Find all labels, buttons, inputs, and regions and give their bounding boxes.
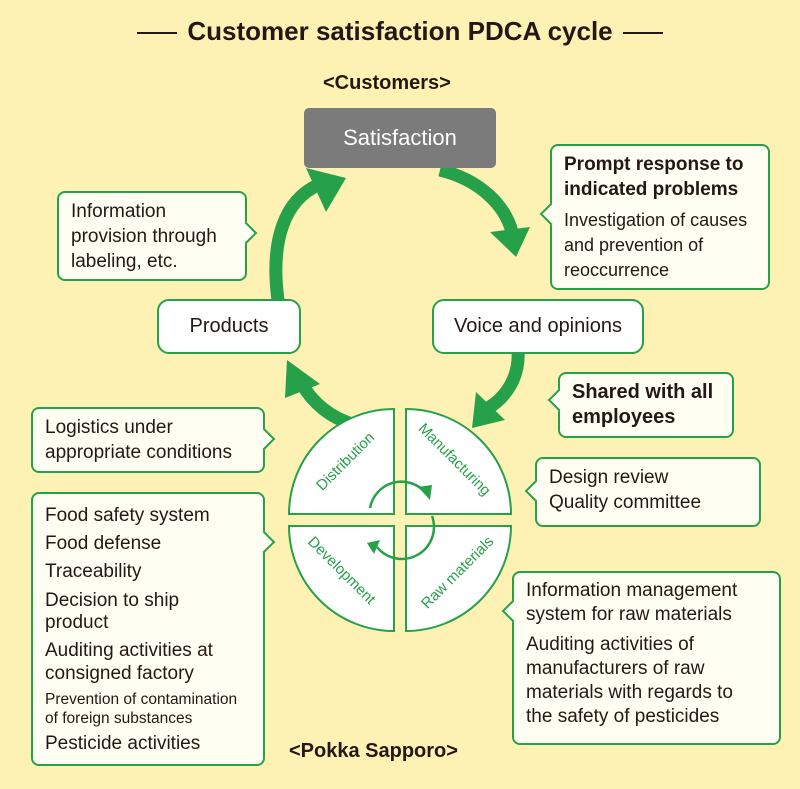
company-label: <Pokka Sapporo> <box>289 740 458 762</box>
callout-line: provision through <box>71 226 217 247</box>
products-box: Products <box>157 299 301 354</box>
callout-line: Investigation of causes <box>564 210 748 230</box>
callout-line: Traceability <box>45 561 142 582</box>
arrow-distribution-to-products <box>296 380 357 432</box>
callout-line: Information <box>71 201 167 222</box>
inner-arrowhead-bottom <box>367 540 380 554</box>
title-rule-left <box>137 32 178 35</box>
callout-heading-line: Prompt response to <box>564 154 744 175</box>
quadrant-manufacturing <box>405 407 513 515</box>
quadrant-development <box>287 525 395 633</box>
inner-arrowhead-top <box>418 485 432 500</box>
callout-logistics: Logistics under appropriate conditions <box>31 407 276 473</box>
callout-food-safety: Food safety system Food defense Traceabi… <box>31 492 276 766</box>
callout-information-provision: Information provision through labeling, … <box>57 191 258 281</box>
callout-line: Logistics under <box>45 417 173 438</box>
callout-line: appropriate conditions <box>45 442 232 463</box>
arrowhead-to-satisfaction <box>306 168 346 212</box>
satisfaction-box: Satisfaction <box>304 108 496 168</box>
callout-line: Auditing activities of <box>526 634 694 655</box>
arrow-products-to-satisfaction <box>269 179 322 301</box>
arrow-voice-to-manufacturing <box>484 349 525 414</box>
quadrant-distribution <box>287 407 395 515</box>
callout-line: labeling, etc. <box>71 251 178 272</box>
callout-line: Auditing activities at <box>45 640 213 661</box>
quadrant-circle: Distribution Manufacturing Development R… <box>287 407 513 633</box>
callout-raw-materials: Information management system for raw ma… <box>501 571 781 745</box>
callout-small-line: of foreign substances <box>45 710 193 727</box>
callout-line: product <box>45 612 109 633</box>
arrowhead-to-voice <box>490 227 530 257</box>
callout-shared-employees: Shared with all employees <box>547 372 734 438</box>
inner-arrow-top <box>368 480 426 509</box>
voice-opinions-box: Voice and opinions <box>432 299 644 354</box>
callout-line: consigned factory <box>45 663 194 684</box>
callout-line: Shared with all <box>572 381 714 403</box>
callout-line: Pesticide activities <box>45 733 201 754</box>
callout-design-review: Design review Quality committee <box>524 457 761 527</box>
title-rule-right <box>622 32 663 35</box>
callout-line: Information management <box>526 580 738 601</box>
callout-small-line: Prevention of contamination <box>45 691 238 708</box>
callout-line: reoccurrence <box>564 260 670 280</box>
arrow-satisfaction-to-voice <box>438 163 519 234</box>
arrowhead-to-manufacturing <box>472 392 505 428</box>
title-text: Customer satisfaction PDCA cycle <box>187 16 613 46</box>
callout-line: system for raw materials <box>526 604 732 625</box>
callout-line: materials with regards to <box>526 682 733 703</box>
callout-line: the safety of pesticides <box>526 706 720 727</box>
callout-line: employees <box>572 406 676 428</box>
arrowhead-to-products <box>285 360 320 398</box>
callout-heading-line: indicated problems <box>564 179 739 200</box>
customers-label: <Customers> <box>323 72 451 94</box>
page-title: Customer satisfaction PDCA cycle <box>0 16 800 47</box>
callout-line: manufacturers of raw <box>526 658 705 679</box>
callout-line: Food defense <box>45 533 162 554</box>
inner-arrow-bottom <box>376 515 436 561</box>
callout-line: Design review <box>549 467 669 488</box>
callout-prompt-response: Prompt response to indicated problems In… <box>539 144 770 290</box>
callout-line: Food safety system <box>45 505 210 526</box>
callout-line: Quality committee <box>549 492 702 513</box>
quadrant-raw-materials <box>405 525 513 633</box>
callout-line: and prevention of <box>564 235 704 255</box>
callout-line: Decision to ship <box>45 590 180 611</box>
